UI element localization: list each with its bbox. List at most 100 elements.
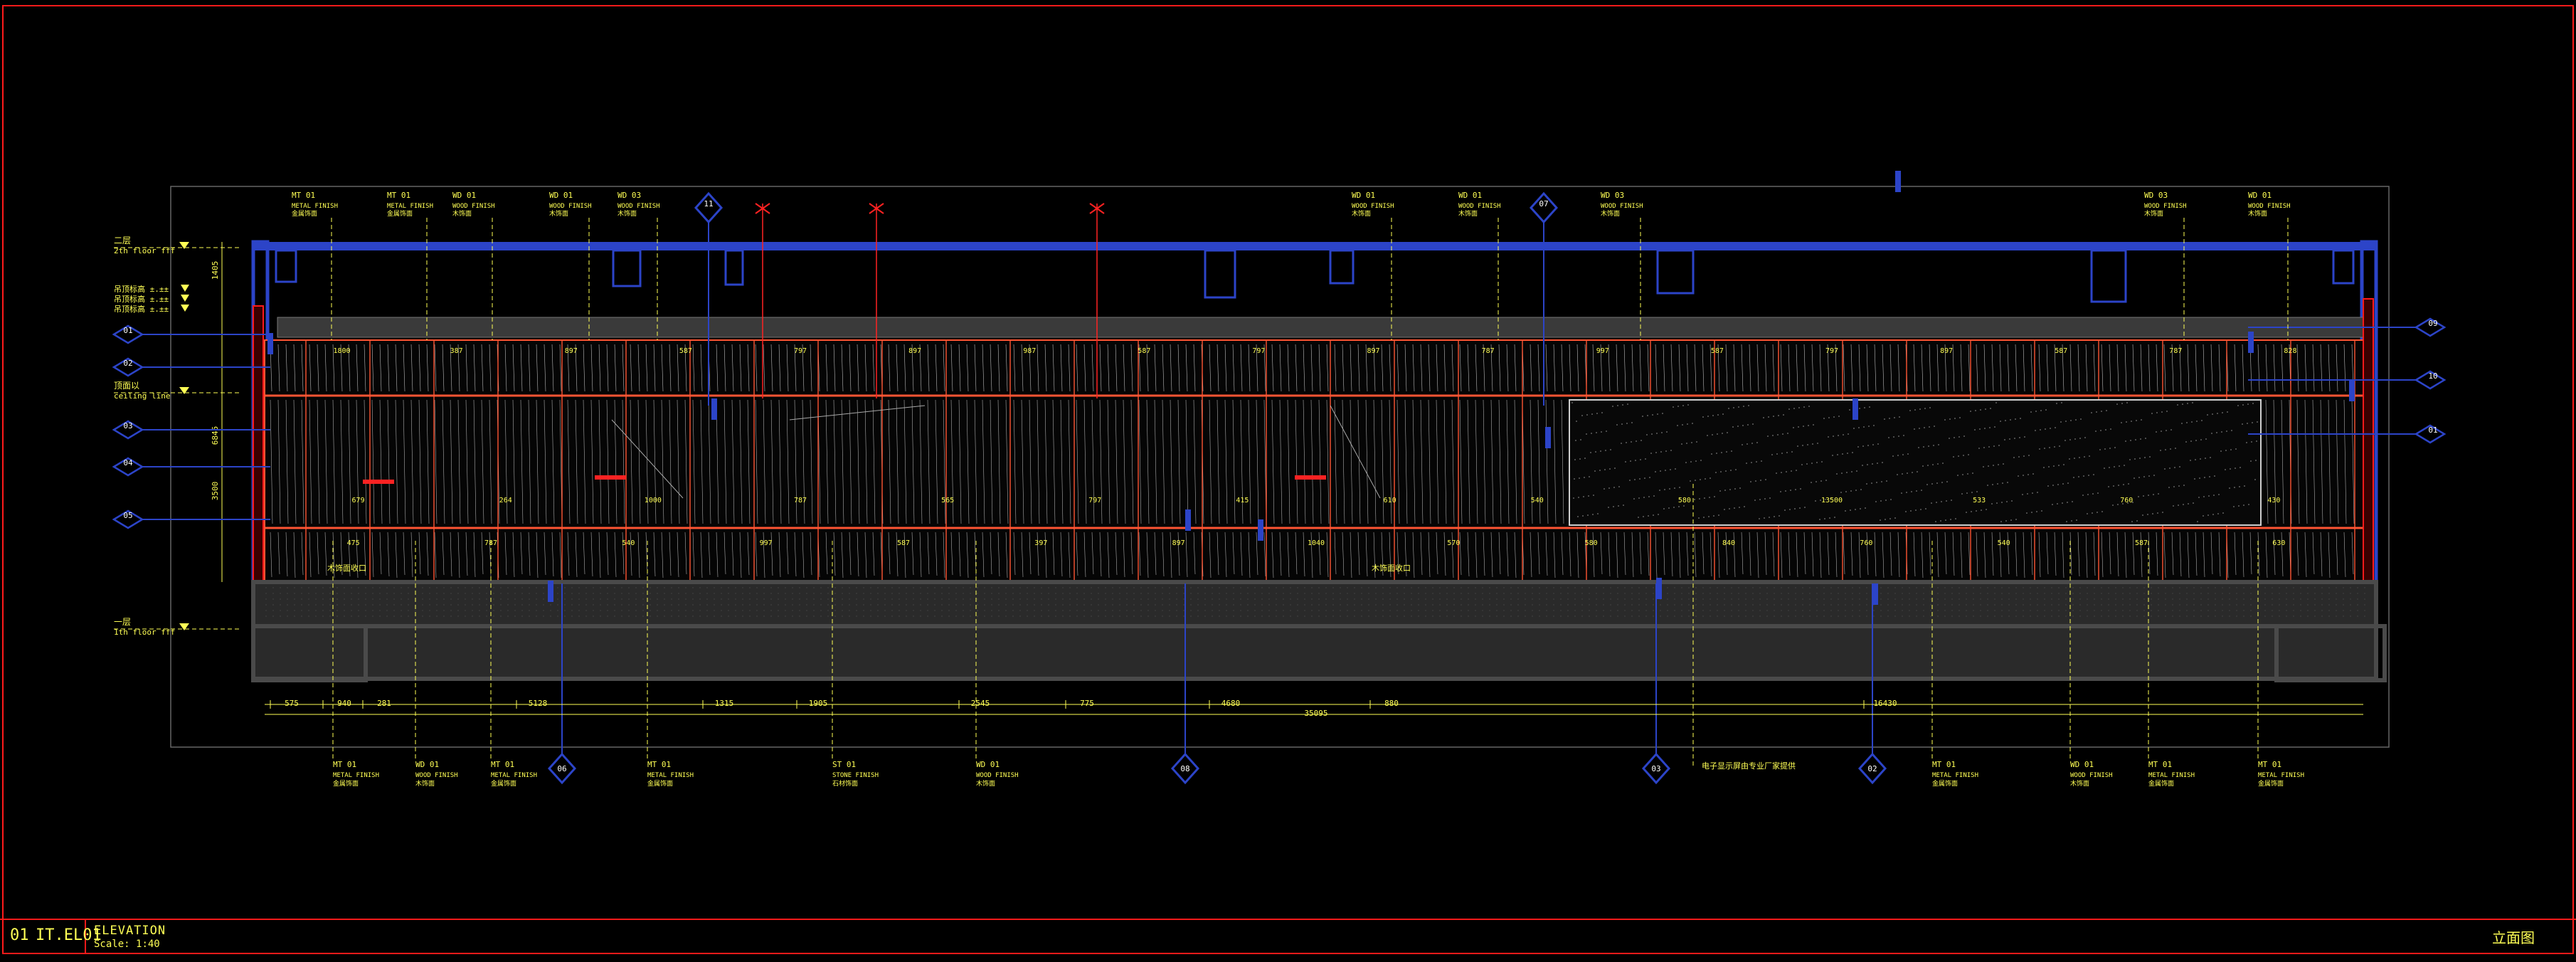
floor-hatch [2044, 604, 2045, 606]
floor-hatch [2165, 604, 2166, 606]
floor-hatch [1190, 587, 1192, 588]
panel-grain [465, 532, 468, 576]
floor-hatch [1937, 598, 1939, 600]
tag-finish: METAL FINISH [333, 772, 379, 779]
panel-grain [2242, 532, 2244, 578]
floor-hatch [1887, 598, 1889, 600]
floor-hatch [628, 604, 630, 606]
panel-grain [387, 344, 390, 392]
section-cut [1545, 427, 1551, 448]
panel-grain [1146, 344, 1149, 392]
stone-speckle [1751, 443, 1753, 444]
floor-hatch [614, 598, 615, 600]
panel-grain [2054, 344, 2057, 392]
stone-speckle [1802, 445, 1803, 446]
stone-speckle [2186, 422, 2188, 423]
floor-hatch [1923, 604, 1924, 606]
tag-finish-cn: 木饰面 [2144, 209, 2163, 218]
panel-grain [2148, 344, 2151, 392]
tag-finish-cn: 金属饰面 [2148, 779, 2174, 788]
panel-grain [1639, 532, 1642, 575]
panel-grain [583, 532, 585, 575]
stone-speckle [1633, 498, 1635, 500]
panel-grain [1858, 532, 1861, 578]
panel-grain [684, 344, 687, 392]
stone-speckle [1858, 427, 1860, 428]
floor-hatch [1937, 604, 1939, 606]
panel-grain [1921, 344, 1924, 392]
stone-speckle [2195, 459, 2196, 460]
stone-speckle [2218, 494, 2220, 495]
stone-speckle [1744, 506, 1745, 507]
floor-hatch [2001, 587, 2003, 588]
stone-speckle [1825, 480, 1827, 481]
stone-speckle [1801, 464, 1803, 465]
floor-hatch [2300, 598, 2301, 600]
floor-hatch [2321, 587, 2323, 588]
panel-grain [1365, 399, 1369, 524]
stone-speckle [1604, 469, 1606, 470]
stone-speckle [2138, 477, 2140, 478]
panel-grain [990, 532, 992, 575]
floor-hatch [1688, 615, 1690, 617]
panel-grain [1044, 532, 1047, 578]
stone-speckle [2067, 482, 2069, 484]
stone-speckle [2071, 520, 2072, 522]
stone-speckle [2047, 485, 2049, 487]
panel-grain [825, 532, 828, 575]
stone-speckle [2088, 475, 2089, 476]
floor-hatch [1553, 598, 1554, 600]
panel-grain [778, 344, 781, 392]
panel-grain [1443, 399, 1447, 524]
floor-hatch [1624, 587, 1626, 588]
floor-hatch [578, 598, 580, 600]
panel-grain [2062, 344, 2064, 392]
floor-hatch [1069, 615, 1071, 617]
bottom-dimension: 1315 [715, 699, 734, 708]
stone-speckle [1780, 491, 1781, 492]
panel-grain [559, 532, 562, 578]
panel-grain [1326, 344, 1329, 392]
section-marker [547, 752, 577, 785]
row-dimension: 787 [484, 539, 497, 547]
panel-grain [1483, 532, 1485, 576]
stone-speckle [2237, 405, 2239, 406]
floor-hatch [628, 615, 630, 617]
stone-speckle [2239, 486, 2240, 487]
stone-speckle [1855, 509, 1856, 510]
stone-speckle [1902, 454, 1904, 455]
panel-grain [1733, 532, 1736, 578]
panel-grain [504, 399, 508, 524]
floor-hatch [294, 587, 295, 588]
floor-hatch [1489, 587, 1490, 588]
stone-speckle [2151, 413, 2153, 414]
floor-hatch [820, 587, 822, 588]
floor-hatch [1368, 604, 1369, 606]
floor-hatch [1126, 598, 1128, 600]
panel-grain [802, 532, 805, 578]
floor-hatch [429, 587, 430, 588]
panel-grain [1130, 344, 1133, 392]
panel-grain [692, 344, 695, 392]
stone-speckle [1591, 413, 1593, 415]
stone-speckle [1705, 478, 1706, 480]
panel-grain [841, 399, 844, 524]
stone-speckle [1996, 502, 1998, 504]
panel-grain [677, 532, 679, 578]
section-marker [1529, 191, 1559, 224]
panel-grain [277, 532, 280, 575]
floor-hatch [1759, 598, 1761, 600]
ceiling-drop [1656, 249, 1695, 295]
panel-grain [1350, 532, 1352, 578]
floor-hatch [1816, 598, 1818, 600]
panel-grain [598, 344, 601, 392]
floor-hatch [607, 604, 608, 606]
stone-speckle [1880, 519, 1881, 521]
panel-grain [395, 399, 398, 524]
panel-grain [1162, 399, 1165, 524]
floor-hatch [2079, 604, 2081, 606]
panel-grain [2038, 344, 2041, 392]
floor-hatch [856, 604, 857, 606]
floor-hatch [1332, 587, 1334, 588]
floor-hatch [1233, 587, 1234, 588]
